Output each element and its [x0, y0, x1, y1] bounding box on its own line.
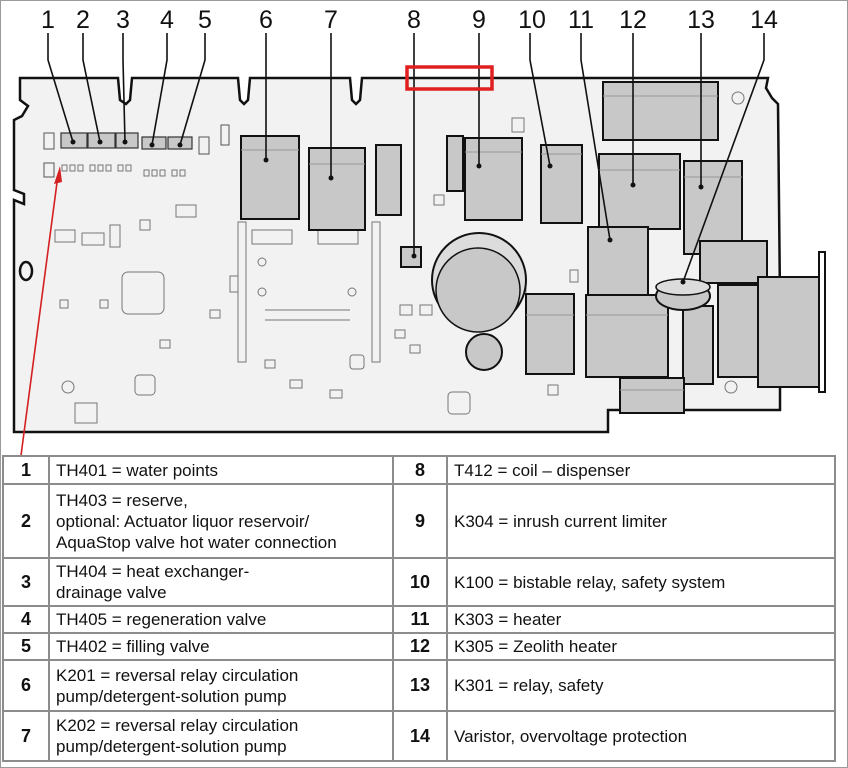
legend-desc: K202 = reversal relay circulation pump/d… — [48, 710, 394, 762]
legend-num: 4 — [2, 605, 50, 634]
pcb-board-drawing — [12, 33, 826, 455]
relay-k304 — [464, 137, 523, 221]
relay-k201 — [240, 135, 300, 220]
legend-num: 9 — [392, 483, 448, 559]
relay-k305 — [598, 153, 681, 230]
legend-desc: T412 = coil – dispenser — [446, 455, 836, 485]
legend-desc: K305 = Zeolith heater — [446, 632, 836, 661]
legend-row: 2 TH403 = reserve, optional: Actuator li… — [2, 483, 836, 559]
connector-top — [602, 81, 719, 141]
inductor — [446, 135, 464, 192]
legend-desc: K304 = inrush current limiter — [446, 483, 836, 559]
triac-row — [60, 132, 193, 150]
callout-12: 12 — [619, 6, 647, 34]
block-d — [682, 305, 714, 385]
legend-desc: Varistor, overvoltage protection — [446, 710, 836, 762]
legend-num: 7 — [2, 710, 50, 762]
legend-row: 5 TH402 = filling valve 12 K305 = Zeolit… — [2, 632, 836, 661]
legend-num: 3 — [2, 557, 50, 607]
callout-3: 3 — [116, 6, 130, 34]
red-arrow — [20, 174, 59, 455]
relay-k100 — [540, 144, 583, 224]
legend-desc: K301 = relay, safety — [446, 659, 836, 712]
legend-desc: TH403 = reserve, optional: Actuator liqu… — [48, 483, 394, 559]
legend-desc: TH405 = regeneration valve — [48, 605, 394, 634]
legend-num: 11 — [392, 605, 448, 634]
red-arrow-head — [54, 166, 62, 184]
callout-6: 6 — [259, 6, 273, 34]
pcb-diagram: 1 2 3 4 5 6 7 8 9 10 11 12 13 14 — [12, 6, 826, 455]
legend-desc: K303 = heater — [446, 605, 836, 634]
legend-row: 7 K202 = reversal relay circulation pump… — [2, 710, 836, 762]
legend-num: 12 — [392, 632, 448, 661]
legend-num: 5 — [2, 632, 50, 661]
callout-5: 5 — [198, 6, 212, 34]
coil-t412 — [400, 246, 422, 268]
callout-2: 2 — [76, 6, 90, 34]
legend-row: 6 K201 = reversal relay circulation pump… — [2, 659, 836, 712]
callout-11: 11 — [568, 6, 594, 34]
block-a — [699, 240, 768, 284]
legend-num: 8 — [392, 455, 448, 485]
legend-num: 2 — [2, 483, 50, 559]
callout-4: 4 — [160, 6, 174, 34]
callout-14: 14 — [750, 6, 778, 34]
relay-k202 — [308, 147, 366, 231]
block-g — [619, 377, 685, 414]
block-c — [585, 294, 669, 378]
callout-7: 7 — [324, 6, 338, 34]
callout-1: 1 — [41, 6, 55, 34]
legend-num: 13 — [392, 659, 448, 712]
legend-desc: TH402 = filling valve — [48, 632, 394, 661]
relay-aux — [375, 144, 402, 216]
legend-num: 14 — [392, 710, 448, 762]
legend-row: 4 TH405 = regeneration valve 11 K303 = h… — [2, 605, 836, 634]
triac-th405 — [141, 136, 167, 150]
callout-8: 8 — [407, 6, 421, 34]
mounting-hole — [18, 260, 34, 282]
capacitor-small — [465, 333, 503, 371]
legend-table: 1 TH401 = water points 8 T412 = coil – d… — [2, 455, 836, 762]
callout-10: 10 — [518, 6, 546, 34]
legend-num: 1 — [2, 455, 50, 485]
legend-num: 10 — [392, 557, 448, 607]
legend-desc: TH401 = water points — [48, 455, 394, 485]
legend-desc: K100 = bistable relay, safety system — [446, 557, 836, 607]
legend-row: 3 TH404 = heat exchanger- drainage valve… — [2, 557, 836, 607]
highlight-box — [405, 65, 494, 91]
legend-num: 6 — [2, 659, 50, 712]
legend-desc: TH404 = heat exchanger- drainage valve — [48, 557, 394, 607]
legend-row: 1 TH401 = water points 8 T412 = coil – d… — [2, 455, 836, 485]
callout-13: 13 — [687, 6, 715, 34]
block-e — [717, 284, 761, 378]
legend-desc: K201 = reversal relay circulation pump/d… — [48, 659, 394, 712]
block-b — [525, 293, 575, 375]
block-f — [757, 276, 821, 388]
callout-9: 9 — [472, 6, 486, 34]
